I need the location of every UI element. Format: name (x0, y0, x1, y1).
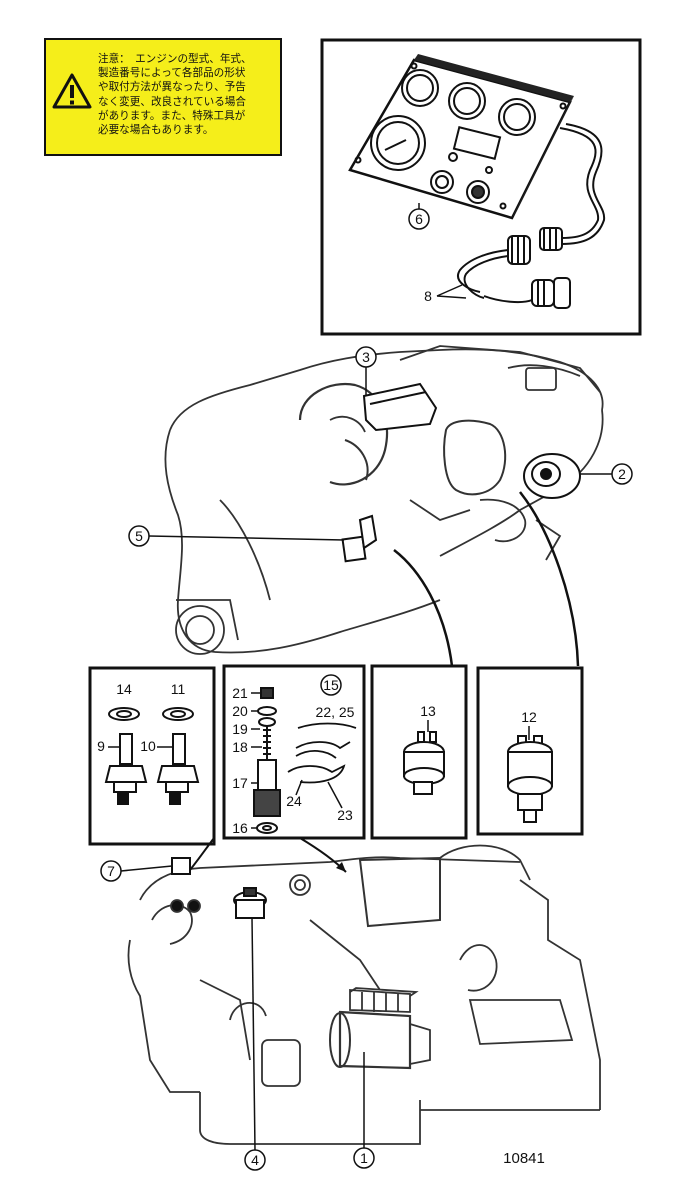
callout-18: 18 (232, 739, 248, 755)
callout-3: 3 (362, 349, 370, 365)
clamps-22-25 (287, 722, 357, 784)
callout-1: 1 (360, 1150, 368, 1166)
callout-13: 13 (420, 703, 436, 719)
callout-7: 7 (107, 863, 115, 879)
callout-3-circle (355, 346, 377, 368)
warning-triangle-icon (52, 73, 92, 109)
callout-20: 20 (232, 703, 248, 719)
temp-sender-10 (156, 733, 200, 805)
pressure-switch-13 (403, 731, 445, 795)
callout-1-circle (353, 1147, 375, 1169)
callout-5-circle (128, 525, 150, 547)
sender-part-2 (523, 453, 581, 499)
callout-16: 16 (232, 820, 248, 836)
caution-notice-text: 注意： エンジンの型式、年式、 製造番号によって各部品の形状 や取付方法が異なっ… (98, 53, 252, 137)
callout-15: 15 (323, 677, 339, 693)
leader-13 (393, 549, 454, 667)
callout-11: 11 (171, 681, 186, 697)
parts-box-temp-senders: 14 11 9 10 (88, 666, 216, 846)
parts-box-13: 13 (370, 664, 468, 840)
callout-23: 23 (337, 807, 353, 823)
instrument-gauges (354, 62, 567, 210)
parts-box-12: 12 (476, 666, 584, 836)
pressure-sender-12 (507, 735, 553, 823)
callout-15-circle (320, 674, 342, 696)
switch-stack-parts (253, 687, 281, 834)
callout-7-circle (100, 860, 122, 882)
callout-10: 10 (140, 738, 156, 754)
callout-21: 21 (232, 685, 248, 701)
callout-4: 4 (251, 1152, 259, 1168)
sender-part-5 (341, 514, 378, 563)
upper-engine-illustration (164, 345, 604, 655)
wiring-harness (457, 123, 606, 309)
callout-5: 5 (135, 528, 143, 544)
washers-14-11 (108, 707, 194, 721)
instrument-panel-box: 6 8 (320, 38, 642, 336)
callout-24: 24 (286, 793, 302, 809)
callout-12: 12 (521, 709, 537, 725)
switch-part-7 (171, 857, 191, 875)
callout-17: 17 (232, 775, 248, 791)
callout-14: 14 (116, 681, 132, 697)
callout-2-circle (611, 463, 633, 485)
callout-4-circle (244, 1149, 266, 1171)
oil-filter (261, 1039, 301, 1087)
callout-22-25: 22, 25 (316, 704, 355, 720)
temp-sender-9 (104, 733, 148, 805)
callout-2: 2 (618, 466, 626, 482)
caution-notice: 注意： エンジンの型式、年式、 製造番号によって各部品の形状 や取付方法が異なっ… (44, 38, 282, 156)
callout-9: 9 (97, 738, 105, 754)
callout-6-circle (408, 208, 430, 230)
figure-number: 10841 (503, 1150, 545, 1167)
callout-6: 6 (415, 211, 423, 227)
relay-box-part-3 (362, 382, 438, 432)
leader-12 (519, 491, 580, 667)
lower-engine-illustration (127, 844, 601, 1145)
oil-switch-part-4 (233, 887, 267, 919)
starter-motor-part-1 (338, 1010, 412, 1070)
parts-box-pressure-switch: 15 21 20 19 18 17 16 (222, 664, 366, 840)
callout-8: 8 (424, 288, 432, 304)
callout-19: 19 (232, 721, 248, 737)
